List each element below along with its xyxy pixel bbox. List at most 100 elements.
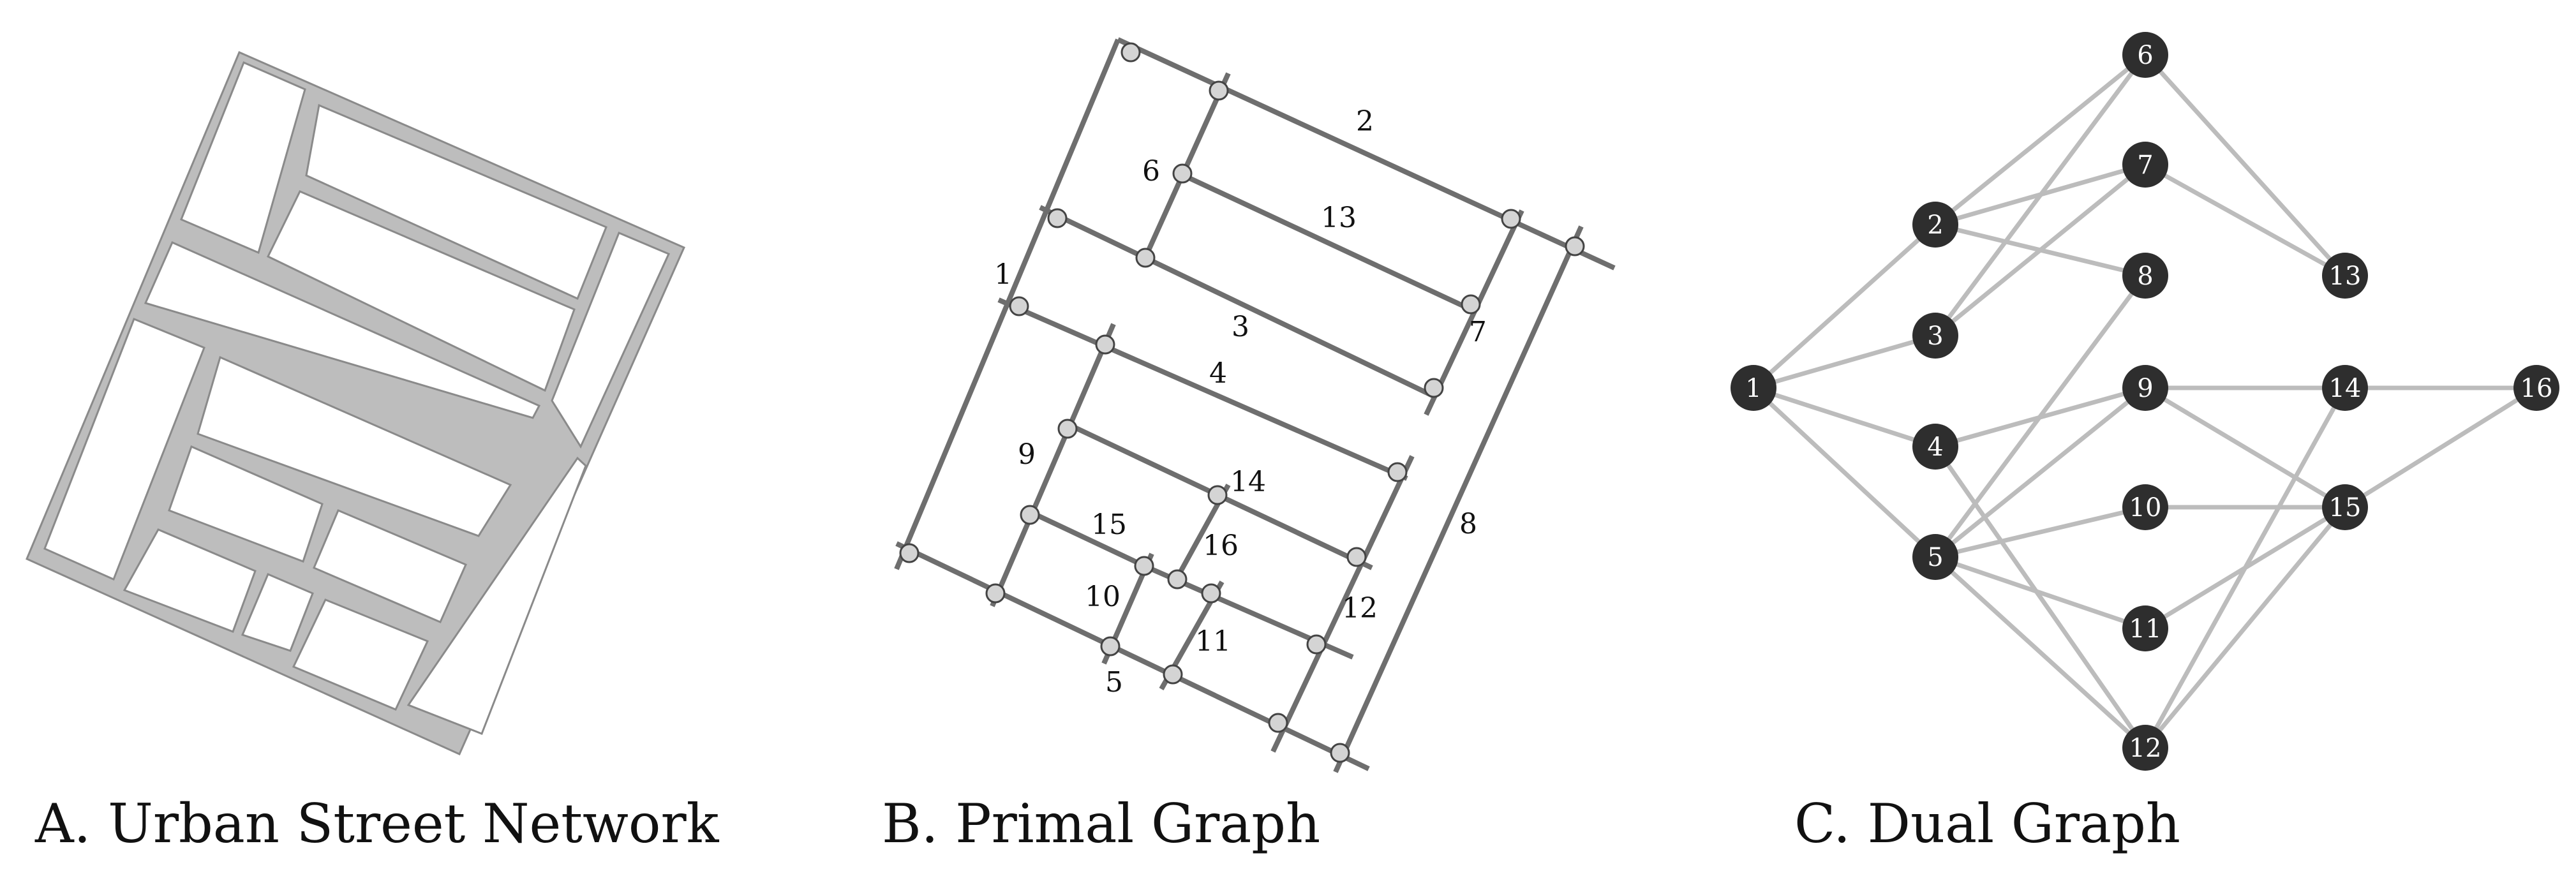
- dual-node-circle: [2122, 365, 2168, 411]
- panel-a-street-network: A. Urban Street Network: [26, 51, 720, 855]
- street-4: [997, 297, 1408, 481]
- dual-node-label: 12: [2129, 734, 2162, 763]
- primal-label-16: 16: [1203, 530, 1239, 562]
- dual-node-circle: [1912, 534, 1958, 580]
- city-block: [305, 103, 607, 301]
- dual-node-7: 7: [2122, 142, 2168, 188]
- primal-nodes: [899, 42, 1585, 763]
- city-block: [197, 355, 512, 537]
- street-5: [895, 541, 1370, 771]
- primal-label-2: 2: [1356, 105, 1374, 138]
- dual-node-label: 1: [1745, 374, 1761, 403]
- dual-node-label: 15: [2329, 493, 2362, 523]
- intersection-node: [1095, 334, 1115, 355]
- intersection-node: [1330, 743, 1350, 763]
- street-13: [1173, 168, 1472, 312]
- street-9: [990, 323, 1116, 607]
- dual-edge-7-13: [2144, 162, 2346, 278]
- dual-node-circle: [1912, 424, 1958, 470]
- panel-c-caption: C. Dual Graph: [1794, 792, 2180, 855]
- intersection-node: [1172, 163, 1193, 184]
- dual-edge-5-12: [1933, 555, 2147, 750]
- primal-label-15: 15: [1091, 508, 1127, 541]
- dual-node-14: 14: [2322, 365, 2368, 411]
- dual-node-12: 12: [2122, 725, 2168, 771]
- intersection-node: [1565, 236, 1585, 256]
- primal-edges: [894, 37, 1616, 773]
- dual-node-label: 6: [2137, 41, 2153, 70]
- dual-node-label: 8: [2137, 262, 2153, 291]
- dual-node-circle: [2322, 253, 2368, 299]
- intersection-node: [1501, 209, 1521, 229]
- dual-node-10: 10: [2122, 484, 2168, 530]
- intersection-node: [1201, 583, 1221, 604]
- dual-edge-3-6: [1933, 53, 2147, 338]
- dual-edges: [1752, 53, 2538, 750]
- intersection-node: [1047, 208, 1068, 228]
- city-block: [144, 241, 541, 419]
- street-3: [1039, 205, 1434, 398]
- dual-node-label: 7: [2137, 151, 2153, 180]
- intersection-node: [1209, 80, 1229, 101]
- dual-edge-1-5: [1752, 386, 1937, 559]
- intersection-node: [1387, 462, 1408, 482]
- dual-node-circle: [2513, 365, 2559, 411]
- dual-node-circle: [2322, 484, 2368, 530]
- city-block: [168, 445, 324, 563]
- dual-node-6: 6: [2122, 32, 2168, 78]
- dual-node-8: 8: [2122, 253, 2168, 299]
- dual-node-label: 10: [2129, 493, 2162, 523]
- dual-node-circle: [1731, 365, 1776, 411]
- intersection-node: [1461, 294, 1481, 315]
- city-block: [292, 598, 429, 711]
- dual-edge-1-4: [1752, 385, 1937, 449]
- primal-label-8: 8: [1459, 508, 1477, 540]
- primal-label-3: 3: [1232, 311, 1249, 343]
- city-block: [241, 573, 314, 652]
- dual-node-label: 13: [2329, 262, 2362, 291]
- dual-node-label: 4: [1927, 433, 1943, 462]
- street-2: [1117, 37, 1616, 271]
- dual-edge-3-7: [1933, 163, 2147, 338]
- street-8: [1333, 225, 1584, 773]
- primal-label-9: 9: [1018, 438, 1036, 471]
- dual-edge-5-10: [1935, 505, 2146, 560]
- intersection-node: [1100, 636, 1120, 657]
- intersection-node: [1120, 42, 1141, 63]
- primal-label-12: 12: [1342, 592, 1378, 625]
- dual-edge-1-2: [1752, 223, 1937, 390]
- dual-edge-15-16: [2344, 386, 2538, 509]
- city-block: [266, 190, 576, 392]
- primal-label-1: 1: [994, 258, 1012, 291]
- panel-b-primal-graph: 1 2 3 4 5 6 7 8 9 10 11 12 13 14 15 16 B…: [882, 37, 1616, 855]
- intersection-node: [1135, 248, 1156, 268]
- street-12: [1270, 455, 1415, 753]
- city-block: [551, 232, 671, 449]
- intersection-node: [1167, 569, 1187, 590]
- dual-edge-1-3: [1753, 333, 1936, 390]
- dual-node-label: 11: [2129, 614, 2162, 644]
- dual-node-16: 16: [2513, 365, 2559, 411]
- intersection-node: [899, 543, 919, 563]
- dual-node-circle: [2122, 32, 2168, 78]
- dual-node-15: 15: [2322, 484, 2368, 530]
- dual-edge-5-11: [1934, 554, 2147, 631]
- dual-edge-12-15: [2143, 505, 2347, 750]
- intersection-node: [1346, 547, 1367, 567]
- dual-edge-12-14: [2143, 387, 2348, 749]
- dual-node-3: 3: [1912, 313, 1958, 359]
- intersection-node: [1134, 556, 1154, 576]
- dual-node-5: 5: [1912, 534, 1958, 580]
- intersection-node: [1009, 296, 1029, 316]
- dual-node-2: 2: [1912, 202, 1958, 248]
- dual-node-4: 4: [1912, 424, 1958, 470]
- dual-edge-4-12: [1933, 445, 2147, 750]
- primal-label-5: 5: [1105, 666, 1123, 699]
- dual-node-13: 13: [2322, 253, 2368, 299]
- dual-node-label: 9: [2137, 374, 2153, 403]
- dual-node-11: 11: [2122, 605, 2168, 651]
- dual-node-circle: [2322, 365, 2368, 411]
- intersection-node: [1057, 419, 1078, 439]
